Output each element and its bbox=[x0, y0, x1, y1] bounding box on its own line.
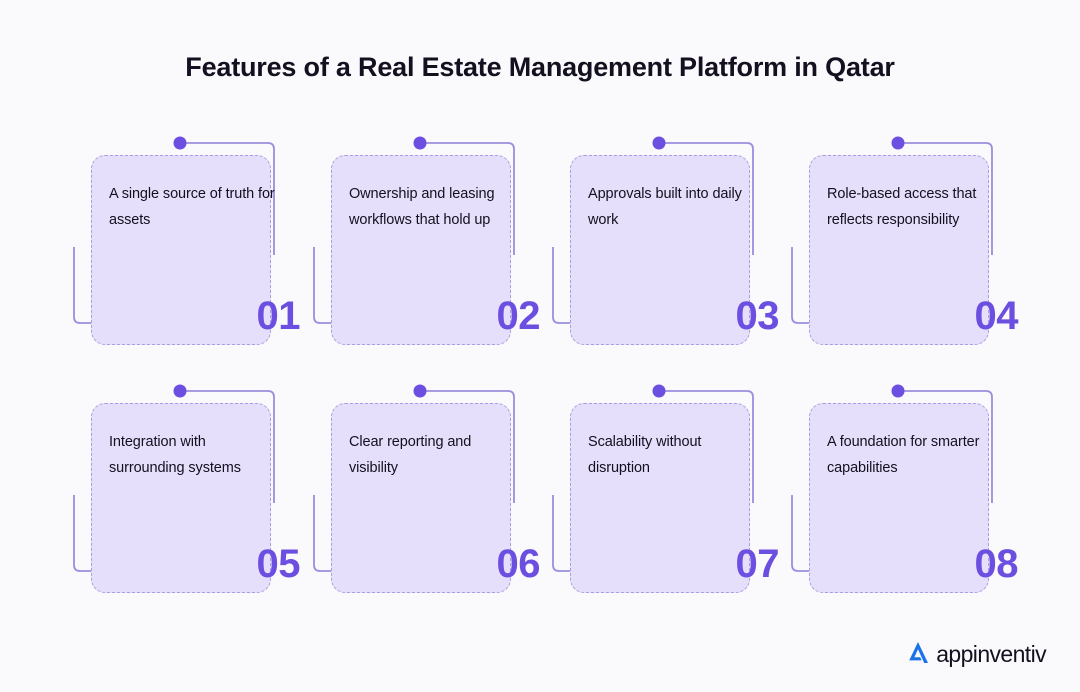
node-dot-icon bbox=[413, 136, 427, 150]
features-row-bottom: Integration with surrounding systems 05 C… bbox=[0, 384, 1080, 633]
card-body: A single source of truth for assets 01 bbox=[91, 155, 300, 345]
card-number: 06 bbox=[496, 542, 541, 586]
appinventiv-logo-text: appinventiv bbox=[936, 641, 1046, 667]
card-number: 07 bbox=[735, 542, 780, 586]
features-grid: A single source of truth for assets 01 Ow… bbox=[0, 136, 1080, 633]
card-body: A foundation for smarter capabilities 08 bbox=[809, 403, 1018, 593]
node-dot-icon bbox=[891, 136, 905, 150]
card-body: Scalability without disruption 07 bbox=[570, 403, 779, 593]
card-label: A single source of truth for assets bbox=[109, 186, 275, 228]
feature-card-08[interactable]: A foundation for smarter capabilities 08 bbox=[788, 384, 1028, 633]
features-row-top: A single source of truth for assets 01 Ow… bbox=[0, 136, 1080, 385]
feature-card-02[interactable]: Ownership and leasing workflows that hol… bbox=[310, 136, 550, 385]
card-number: 02 bbox=[496, 294, 541, 338]
card-label: Clear reporting and visibility bbox=[349, 434, 472, 476]
node-dot-icon bbox=[413, 384, 427, 398]
feature-card-01[interactable]: A single source of truth for assets 01 bbox=[70, 136, 310, 385]
card-number: 05 bbox=[256, 542, 301, 586]
appinventiv-a-mark-icon bbox=[903, 637, 933, 672]
card-label: Approvals built into daily work bbox=[588, 186, 742, 228]
card-label: Scalability without disruption bbox=[588, 434, 702, 476]
card-body: Integration with surrounding systems 05 bbox=[91, 403, 300, 593]
card-label: Integration with surrounding systems bbox=[109, 434, 241, 476]
feature-card-04[interactable]: Role-based access that reflects responsi… bbox=[788, 136, 1028, 385]
appinventiv-logo: appinventiv bbox=[903, 637, 1047, 672]
node-dot-icon bbox=[652, 136, 666, 150]
card-number: 08 bbox=[974, 542, 1019, 586]
node-dot-icon bbox=[173, 136, 187, 150]
card-label: Role-based access that reflects responsi… bbox=[827, 186, 977, 228]
feature-card-06[interactable]: Clear reporting and visibility 06 bbox=[310, 384, 550, 633]
card-label: Ownership and leasing workflows that hol… bbox=[349, 186, 495, 228]
card-body: Approvals built into daily work 03 bbox=[570, 155, 779, 345]
feature-card-03[interactable]: Approvals built into daily work 03 bbox=[549, 136, 789, 385]
page-title: Features of a Real Estate Management Pla… bbox=[185, 52, 895, 82]
feature-card-07[interactable]: Scalability without disruption 07 bbox=[549, 384, 789, 633]
card-body: Clear reporting and visibility 06 bbox=[331, 403, 540, 593]
card-number: 04 bbox=[974, 294, 1019, 338]
node-dot-icon bbox=[652, 384, 666, 398]
card-label: A foundation for smarter capabilities bbox=[827, 434, 980, 476]
feature-card-05[interactable]: Integration with surrounding systems 05 bbox=[70, 384, 310, 633]
card-number: 03 bbox=[735, 294, 780, 338]
card-number: 01 bbox=[256, 294, 301, 338]
node-dot-icon bbox=[173, 384, 187, 398]
card-body: Ownership and leasing workflows that hol… bbox=[331, 155, 540, 345]
card-body: Role-based access that reflects responsi… bbox=[809, 155, 1018, 345]
node-dot-icon bbox=[891, 384, 905, 398]
